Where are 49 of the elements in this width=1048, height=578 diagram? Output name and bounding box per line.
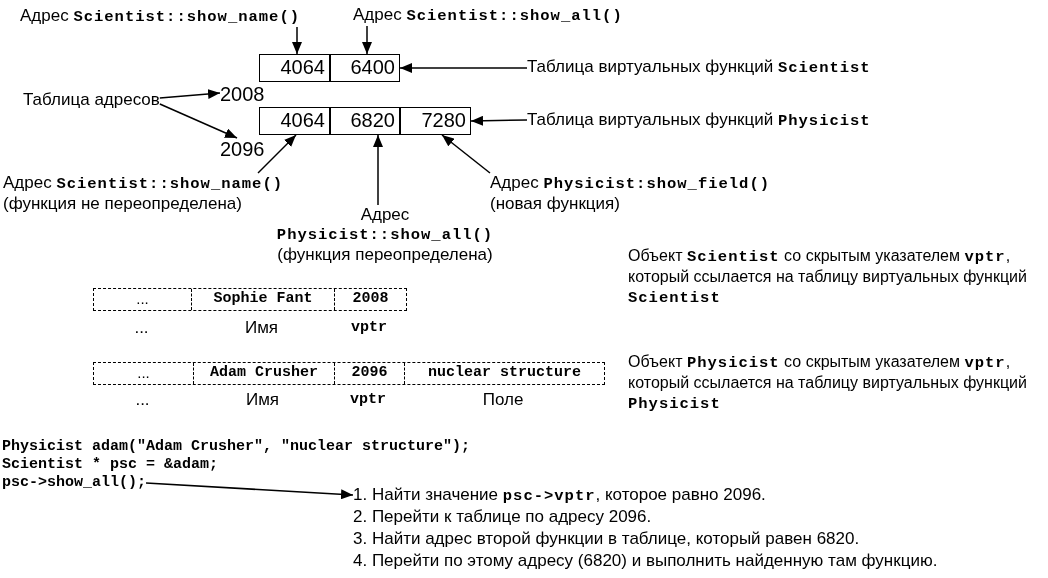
field-label: Имя [244,390,281,410]
code-line: Physicist adam("Adam Crusher", "nuclear structure"); [2,438,471,456]
table-cell: 4064 [259,54,330,82]
arrow [145,482,354,500]
table-cell: 7280 [400,107,471,135]
arrow [159,89,221,99]
annotation-text: 2008 [220,83,265,105]
memory-cell: 2008 [334,289,406,310]
memory-cell: nuclear structure [404,363,604,384]
memory-cell: 2096 [334,363,404,384]
memory-cell-text: ... [136,363,151,383]
step-text: 4. Перейти по этому адресу (6820) и выполнить найденную там функцию. [353,551,938,571]
arrow [362,25,372,55]
annotation-text: Адрес Scientist::show_name() [20,6,301,27]
annotation-text: Таблица адресов [23,90,160,110]
arrow [470,115,528,126]
annotation-text: Адрес Physicist:show_field() (новая функция) [490,173,790,214]
table-cell: 6820 [330,107,400,135]
field-label: vptr [350,318,388,338]
annotation-text: 2096 [220,138,265,160]
arrow [399,63,528,73]
annotation-text: Адрес Scientist::show_name() (функция не переопределена) [3,173,318,214]
step-text: 2. Перейти к таблице по адресу 2096. [353,507,652,527]
memory-cell: Sophie Fant [191,289,334,310]
field-label: ... [134,390,151,410]
annotation-text: Таблица виртуальных функций Physicist [527,110,871,131]
arrow [159,103,238,139]
step-text: 3. Найти адрес второй функции в таблице, который равен 6820. [353,529,860,549]
memory-row [93,288,407,311]
description-text: Объект Physicist со скрытым указателем vptr, который ссылается на таблицу виртуальных функций Physicist [628,352,1028,414]
annotation-text: 1. Найти значение psc->vptr, которое равно 2096. [353,485,766,506]
description-text: Объект Scientist со скрытым указателем vptr, который ссылается на таблицу виртуальных функций Scientist [628,246,1028,308]
arrow [373,134,383,206]
memory-cell-text: ... [135,289,150,309]
field-label: ... [133,318,150,338]
code-line: Scientist * psc = &adam; [2,456,219,474]
arrow [257,134,297,174]
code-line: psc->show_all(); [2,474,147,492]
memory-row [93,362,605,385]
arrow [292,26,302,55]
memory-cell: Adam Crusher [193,363,334,384]
table-cell: 4064 [259,107,330,135]
annotation-text: Таблица виртуальных функций Scientist [527,57,871,78]
annotation-text: Адрес Scientist::show_all() [353,5,623,26]
field-label: Поле [481,390,525,410]
table-cell: 6400 [330,54,400,82]
arrow [441,134,491,174]
field-label: Имя [243,318,280,338]
field-label: vptr [349,390,387,410]
